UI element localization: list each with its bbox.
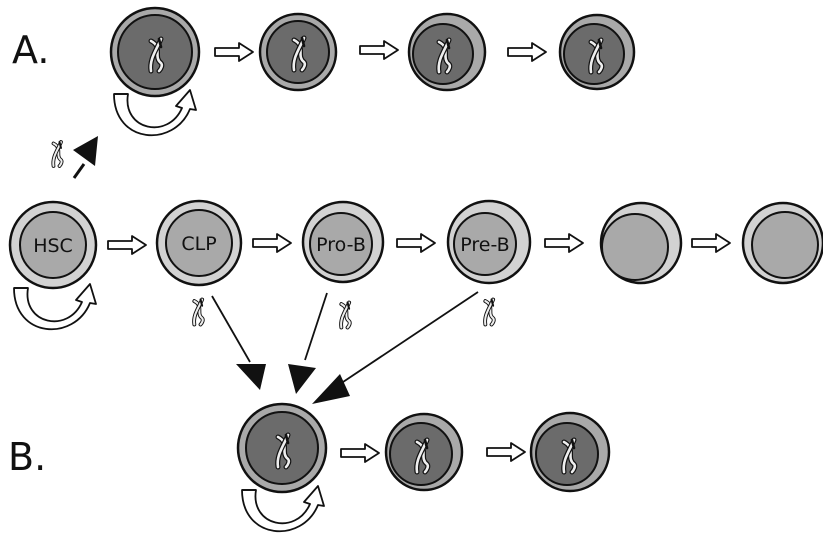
step-arrow-icon	[252, 233, 292, 253]
conversion-arrow-shaft-pro-b	[304, 292, 328, 361]
cell-label-pro-b: Pro-B	[316, 234, 366, 256]
cell-immature-b	[599, 201, 683, 285]
gene-insertion-a	[51, 136, 98, 179]
row-a-cell-2	[258, 12, 338, 92]
black-arrowhead-icon	[288, 364, 316, 394]
conversion-arrow-shaft-pre-b	[339, 291, 479, 385]
step-arrow-icon	[107, 235, 147, 255]
cell-hsc: HSC	[8, 200, 98, 290]
cell-label-hsc: HSC	[33, 235, 73, 257]
black-arrowhead-icon	[236, 364, 266, 390]
step-arrow-icon	[691, 233, 731, 253]
development-row: HSC CLP Pro-B Pre-B	[8, 199, 823, 331]
chromosome-icon	[51, 140, 64, 168]
step-arrow-icon	[396, 233, 436, 253]
step-arrow-icon	[214, 42, 254, 62]
panel-label-a: A.	[12, 28, 49, 72]
row-b-cell-2	[384, 412, 464, 492]
black-arrowhead-icon	[312, 374, 350, 404]
row-a-cell-1	[109, 6, 201, 98]
chromosome-icon	[339, 300, 352, 330]
conversion-arrow-shaft-clp	[211, 295, 251, 363]
row-b-cell-3	[529, 411, 611, 493]
cell-mature-b	[741, 201, 823, 285]
row-b-cell-1	[236, 402, 328, 494]
self-renewal-arrow-icon	[13, 283, 97, 331]
step-arrow-icon	[544, 233, 584, 253]
step-arrow-icon	[340, 443, 380, 463]
panel-label-b: B.	[8, 435, 46, 479]
cell-pre-b: Pre-B	[446, 199, 532, 285]
cell-label-pre-b: Pre-B	[460, 234, 509, 256]
cell-pro-b: Pro-B	[301, 200, 385, 284]
cell-label-clp: CLP	[181, 233, 216, 255]
row-a-cell-4	[558, 13, 636, 91]
step-arrow-icon	[359, 40, 399, 60]
row-a-cell-3	[407, 12, 487, 92]
chromosome-icon	[192, 297, 205, 327]
row-b-cells	[236, 402, 611, 533]
black-arrowhead-icon	[73, 136, 98, 166]
conversion-arrows	[211, 291, 479, 404]
step-arrow-icon	[486, 442, 526, 462]
chromosome-icon	[483, 297, 496, 327]
step-arrow-icon	[507, 42, 547, 62]
row-a-cells	[109, 6, 636, 137]
insertion-arrow-shaft	[72, 163, 86, 179]
cell-clp: CLP	[155, 199, 243, 287]
